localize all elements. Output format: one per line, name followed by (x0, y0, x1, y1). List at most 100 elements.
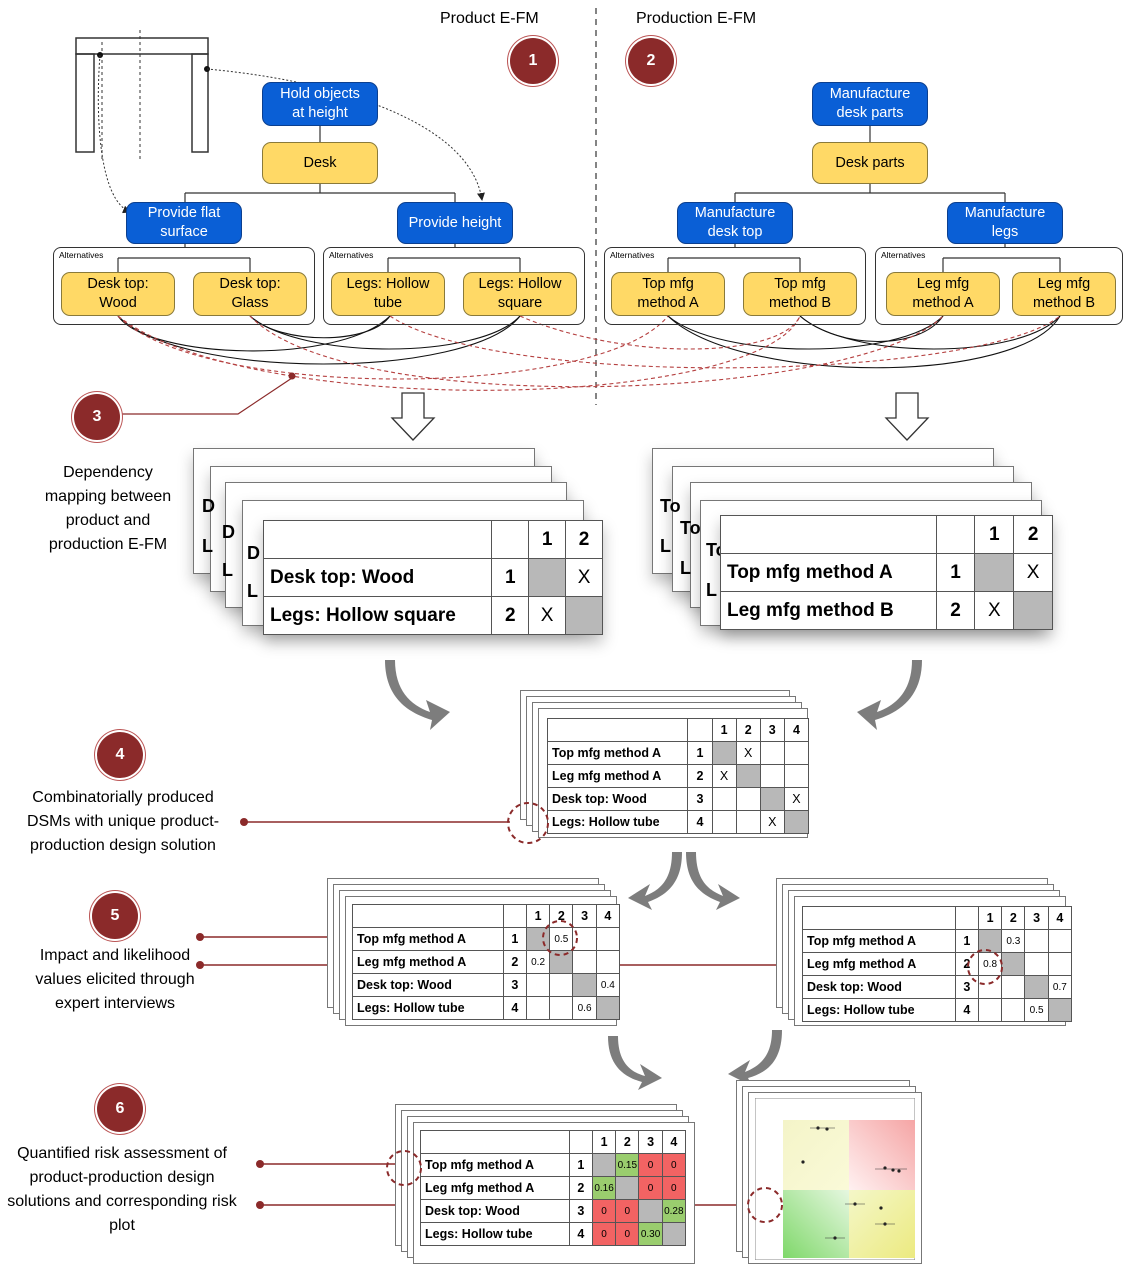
alternative-node: Desk top: Wood (61, 272, 175, 316)
row-label: Legs: Hollow tube (420, 1222, 570, 1246)
row-label: Desk top: Wood (802, 975, 956, 999)
alternatives-label: Alternatives (329, 250, 374, 260)
production-subfunction-node: Manufacture desk top (677, 202, 793, 244)
back-sheet-peek: To (660, 496, 681, 516)
back-sheet-peek: L (247, 581, 258, 601)
dependency-cell: X (528, 596, 567, 635)
product-efm-header: Product E-FM (440, 10, 539, 27)
row-label: Legs: Hollow tube (802, 998, 956, 1022)
empty-cell (759, 741, 785, 765)
row-index: 1 (935, 553, 976, 592)
row-label: Desk top: Wood (352, 973, 504, 997)
empty-cell (549, 973, 574, 997)
back-sheet-peek: L (202, 536, 213, 556)
value-cell: 0.3 (1001, 929, 1026, 953)
diagonal-cell (735, 764, 761, 788)
diagonal-cell (1013, 591, 1053, 630)
risk-cell: 0.15 (615, 1153, 640, 1177)
empty-cell (783, 741, 810, 765)
desk-sketch (75, 30, 209, 160)
risk-cell: 0 (661, 1176, 687, 1200)
step-6-description: Quantified risk assessment of product-pr… (7, 1145, 237, 1234)
value-cell: 0.5 (1024, 998, 1049, 1022)
alternative-node: Leg mfg method A (886, 272, 1000, 316)
col-header: 4 (661, 1130, 687, 1154)
diagonal-cell (1047, 998, 1073, 1022)
step-4-description: Combinatorially produced DSMs with uniqu… (26, 789, 220, 854)
row-label: Legs: Hollow tube (546, 810, 689, 834)
alternative-node: Legs: Hollow square (463, 272, 577, 316)
row-label: Leg mfg method A (420, 1176, 570, 1200)
empty-cell (735, 810, 761, 834)
diagonal-cell (1024, 975, 1049, 999)
row-index: 2 (491, 596, 530, 635)
col-header: 3 (1024, 906, 1049, 930)
diagonal-cell (572, 973, 597, 997)
back-sheet-peek: D (202, 496, 215, 516)
dependency-cell: X (1013, 553, 1053, 592)
risk-cell: 0 (591, 1199, 617, 1223)
back-sheet-peek: L (222, 560, 233, 580)
row-label: Leg mfg method A (802, 952, 956, 976)
diagonal-cell (783, 810, 810, 834)
back-sheet-peek: D (247, 543, 260, 563)
empty-cell (1047, 952, 1073, 976)
diagonal-cell (1001, 952, 1026, 976)
alternative-node: Leg mfg method B (1012, 272, 1116, 316)
dependency-cell: X (783, 787, 810, 811)
step-6-badge: 6 (97, 1086, 143, 1132)
highlight-ring-step4 (507, 802, 549, 844)
back-sheet-peek: L (706, 580, 717, 600)
step-3-description: Dependency mapping between product and p… (44, 464, 172, 553)
dependency-cell: X (759, 810, 785, 834)
alternative-node: Top mfg method B (743, 272, 857, 316)
row-index: 4 (568, 1222, 593, 1246)
highlight-ring-risk-table (386, 1150, 422, 1186)
step-5-badge: 5 (92, 893, 138, 939)
down-arrow-right (884, 392, 930, 441)
highlight-ring-risk-plot (747, 1187, 783, 1223)
value-cell: 0.2 (525, 950, 551, 974)
row-label: Desk top: Wood (262, 558, 493, 597)
col-header: 1 (977, 906, 1003, 930)
risk-cell: 0 (591, 1222, 617, 1246)
back-sheet-peek: L (680, 558, 691, 578)
alternatives-label: Alternatives (610, 250, 655, 260)
highlight-ring-impact (542, 920, 578, 956)
diagonal-cell (638, 1199, 663, 1223)
product-subfunction-node: Provide height (397, 202, 513, 244)
product-function-node: Hold objects at height (262, 82, 378, 126)
empty-cell (711, 810, 737, 834)
row-index: 4 (502, 996, 527, 1020)
col-header: 1 (591, 1130, 617, 1154)
alternatives-group: Alternatives (875, 247, 1123, 325)
row-label: Desk top: Wood (546, 787, 689, 811)
back-sheet-peek: To (680, 518, 701, 538)
empty-cell (783, 764, 810, 788)
col-header: 2 (1013, 515, 1053, 554)
risk-cell: 0 (661, 1153, 687, 1177)
production-subfunction-node: Manufacture legs (947, 202, 1063, 244)
product-subfunction-node: Provide flat surface (126, 202, 242, 244)
row-label: Top mfg method A (720, 553, 937, 592)
product-root-node: Desk (262, 142, 378, 184)
down-arrow-left (390, 392, 436, 441)
production-root-node: Desk parts (812, 142, 928, 184)
col-header: 2 (565, 520, 603, 559)
empty-cell (595, 950, 621, 974)
alternative-node: Desk top: Glass (193, 272, 307, 316)
diagonal-cell (595, 996, 621, 1020)
alternative-node: Legs: Hollow tube (331, 272, 445, 316)
step3-leader (120, 377, 293, 415)
diagonal-cell (711, 741, 737, 765)
value-cell: 0.6 (572, 996, 597, 1020)
dependency-cell: X (974, 591, 1015, 630)
row-index: 2 (935, 591, 976, 630)
row-label: Leg mfg method A (546, 764, 689, 788)
